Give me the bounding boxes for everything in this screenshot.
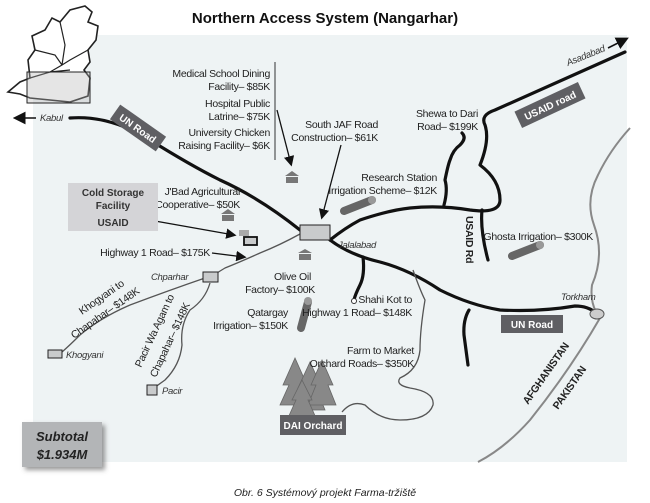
svg-text:University Chicken: University Chicken [188,127,270,139]
svg-text:Road– $199K: Road– $199K [417,121,478,133]
usaid-rd-label: USAID Rd [463,216,475,263]
orchard-label-box [280,415,346,435]
place-khogyani: Khogyani [66,350,104,361]
pacir-box [146,384,158,396]
svg-text:J'Bad Agricultural: J'Bad Agricultural [165,186,240,198]
afghanistan-inset-map [6,5,99,104]
svg-text:Irrigation Scheme– $12K: Irrigation Scheme– $12K [328,185,437,197]
svg-text:Olive Oil: Olive Oil [274,271,311,283]
river [589,127,631,313]
svg-text:Shewa to Dari: Shewa to Dari [416,108,478,120]
svg-text:Factory– $100K: Factory– $100K [245,284,315,296]
border-line [477,317,601,463]
pipe-icon [297,297,312,332]
cold-storage-box: Cold Storage Facility USAID [68,183,158,231]
pacir-road [153,282,211,389]
svg-text:Medical School Dining: Medical School Dining [172,68,270,80]
svg-text:Facility– $85K: Facility– $85K [208,81,270,93]
torkham-marker [589,308,605,320]
house-icon [298,249,312,260]
pipe-icon [508,241,544,260]
svg-text:Subtotal: Subtotal [36,429,88,444]
shahi-kot-marker [351,298,357,304]
svg-text:Hospital Public: Hospital Public [205,98,270,110]
subtotal-box: Subtotal $1.934M [22,422,102,467]
pipe-icon [340,196,376,215]
facility-marker [243,236,258,246]
svg-text:Highway 1 Road– $148K: Highway 1 Road– $148K [302,307,412,319]
project-labels: Medical School Dining Facility– $85K Hos… [100,68,593,370]
svg-text:USAID: USAID [97,218,128,229]
un-road-west [68,116,302,232]
house-icon [221,209,235,221]
svg-text:UN Road: UN Road [511,320,553,331]
svg-text:Latrine– $75K: Latrine– $75K [209,111,271,123]
usaid-rd-branch [480,208,490,262]
svg-text:Facility: Facility [96,201,131,212]
house-icon [285,171,299,183]
un-road-east-label: UN Road [501,315,563,333]
khogyani-box [47,349,63,359]
branch-road [462,308,471,367]
svg-text:Orchard Roads– $350K: Orchard Roads– $350K [310,358,415,370]
highway1-arrow-icon [211,250,247,262]
un-road-east [328,238,598,315]
svg-text:Farm to Market: Farm to Market [347,345,414,357]
map-title: Northern Access System (Nangarhar) [192,10,458,27]
jalalabad-box [299,224,331,241]
svg-text:$1.934M: $1.934M [36,447,89,462]
place-kabul: Kabul [40,113,64,124]
shewa-dari-road [442,131,466,207]
inset-region-box [26,71,91,104]
svg-text:Highway 1 Road– $175K: Highway 1 Road– $175K [100,247,210,259]
facility-marker [239,230,249,236]
place-jalalabad: Jalalabad [337,240,377,251]
khogyani-road [61,277,206,353]
svg-text:Cold Storage: Cold Storage [82,188,145,199]
svg-text:Raising Facility– $6K: Raising Facility– $6K [178,140,270,152]
chparhar-box [202,271,219,283]
place-chparhar: Chparhar [151,272,189,283]
svg-text:Research Station: Research Station [361,172,437,184]
svg-text:Construction– $61K: Construction– $61K [291,132,378,144]
svg-text:Ghosta Irrigation– $300K: Ghosta Irrigation– $300K [483,231,593,243]
orchard-label: DAI Orchard [284,421,343,432]
farm-to-market-road [341,269,434,421]
medical-arrow-icon [276,109,295,167]
svg-text:Shahi Kot to: Shahi Kot to [358,294,412,306]
cold-storage-arrow-icon [154,220,237,239]
tree-icons [279,357,337,419]
jaf-arrow-icon [318,144,342,220]
shahi-kot-road [352,255,366,302]
place-pacir: Pacir [162,386,183,397]
svg-text:South JAF Road: South JAF Road [305,119,378,131]
figure-caption: Obr. 6 Systémový projekt Farma-tržiště [234,487,416,499]
place-torkham: Torkham [561,292,596,303]
usaid-road [328,50,627,242]
asadabad-arrow-icon [607,37,629,50]
svg-text:Qatargay: Qatargay [247,307,289,319]
svg-text:Irrigation– $150K: Irrigation– $150K [213,320,288,332]
svg-text:Cooperative– $50K: Cooperative– $50K [155,199,240,211]
